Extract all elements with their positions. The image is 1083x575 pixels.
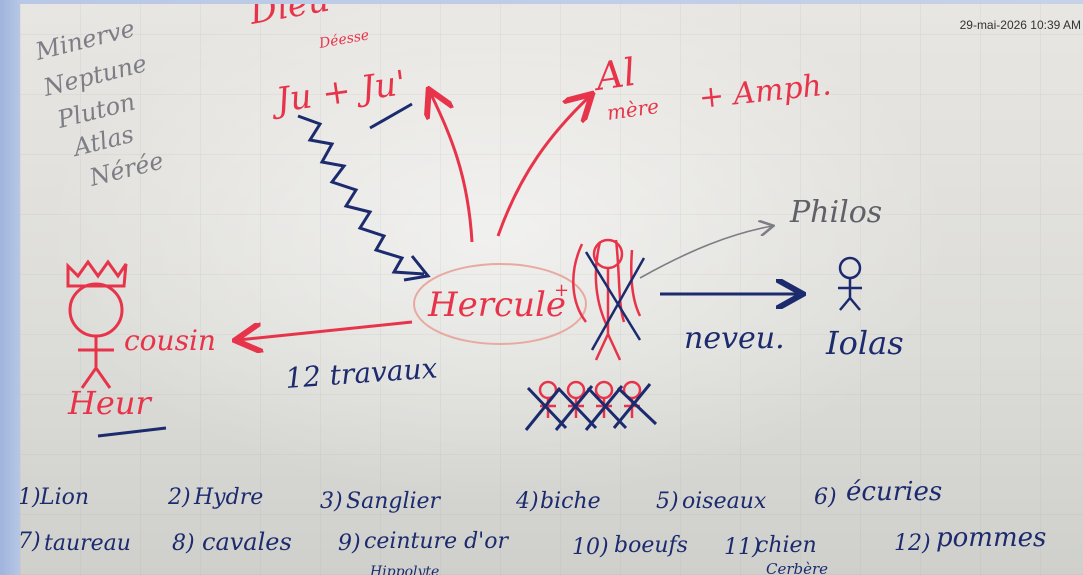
board-drawing: Minerve Neptune Pluton Atlas Nérée Dieu …	[20, 4, 1046, 575]
labour-6-num: 6)	[814, 485, 837, 510]
label-alcmene: Al	[590, 50, 638, 100]
labour-8-name: cavales	[202, 528, 292, 556]
photo-timestamp: 29-mai-2026 10:39 AM	[959, 18, 1081, 32]
hero-circle	[413, 263, 587, 345]
lightning-zigzag	[297, 114, 425, 276]
label-mere: mère	[605, 94, 660, 125]
note-cerbere: Cerbère	[766, 560, 828, 575]
labour-4-num: 4)	[515, 489, 539, 514]
label-heur: Heur	[67, 384, 152, 422]
labour-10-num: 10)	[572, 535, 609, 560]
gods-list: Minerve Neptune Pluton Atlas Nérée	[32, 14, 167, 192]
arrow-to-alcmene	[496, 96, 590, 237]
label-12-travaux: 12 travaux	[284, 351, 438, 395]
iolas-figure	[838, 256, 862, 311]
labour-3-name: Sanglier	[346, 489, 442, 514]
labour-12-name: pommes	[936, 523, 1046, 553]
labour-2-name: Hydre	[193, 485, 263, 510]
label-neveu: neveu.	[684, 321, 785, 356]
labour-8-num: 8)	[172, 531, 195, 556]
label-jupiter-junon: Ju + Ju'	[268, 63, 409, 122]
arrow-to-cousin	[238, 320, 413, 340]
labour-1-num: 1)	[20, 485, 41, 510]
hero-name: Hercule	[427, 285, 566, 325]
label-deesse: Déesse	[317, 27, 370, 52]
labour-4-name: biche	[540, 489, 601, 514]
label-iolas: Iolas	[825, 324, 904, 362]
crossed-figure	[572, 238, 642, 361]
labour-5-num: 5)	[656, 489, 679, 514]
labour-9-num: 9)	[338, 531, 361, 556]
label-cousin: cousin	[124, 324, 216, 357]
labour-9-name: ceinture d'or	[364, 529, 509, 554]
labour-11-num: 11)	[724, 535, 761, 560]
labour-7-name: taureau	[44, 531, 131, 556]
labour-12-num: 12)	[894, 531, 931, 556]
labour-6-name: écuries	[846, 477, 942, 507]
arrow-to-gods	[430, 92, 474, 243]
note-hippolyte: Hippolyte	[369, 564, 439, 575]
label-amphitryon: + Amph.	[697, 67, 833, 116]
cousin-figure	[66, 259, 128, 389]
labour-7-num: 7)	[20, 529, 41, 554]
labour-5-name: oiseaux	[682, 489, 767, 514]
label-dieu: Dieu	[246, 4, 333, 33]
arrow-to-philos	[639, 226, 772, 279]
hero-mark: +	[554, 280, 569, 301]
labour-2-num: 2)	[167, 485, 191, 510]
labour-1-name: Lion	[39, 485, 89, 510]
labours-list: 1) Lion 2) Hydre 3) Sanglier 4) biche 5)…	[20, 477, 1046, 575]
labour-10-name: boeufs	[614, 533, 688, 558]
labour-3-num: 3)	[320, 489, 343, 514]
whiteboard: 29-mai-2026 10:39 AM Minerve Neptune Plu…	[20, 4, 1083, 575]
label-philos: Philos	[789, 195, 882, 230]
labour-11-name: chien	[756, 533, 817, 558]
